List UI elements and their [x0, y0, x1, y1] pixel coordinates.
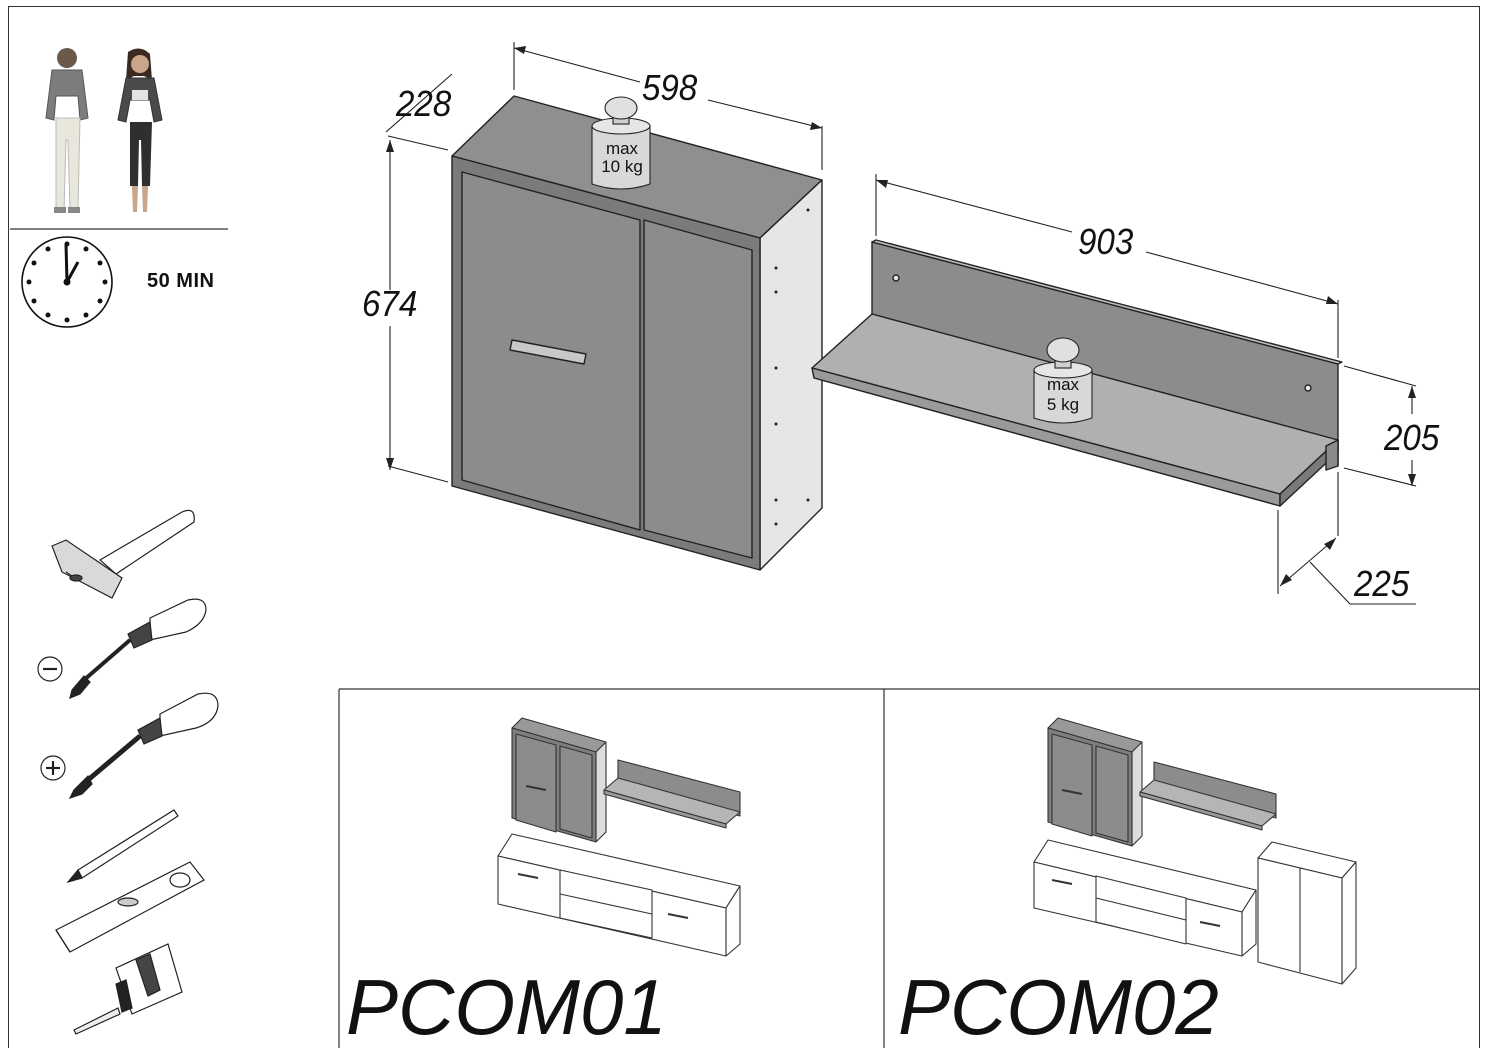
pcom01-combination-drawing [497, 717, 741, 957]
phillips-screwdriver-icon [40, 692, 219, 800]
pcom02-combination-drawing [1033, 717, 1357, 985]
man-icon [45, 48, 89, 213]
weight-icon-shelf [1033, 337, 1093, 424]
hammer-icon [51, 509, 195, 599]
tape-measure-icon [73, 943, 183, 1035]
cabinet-height-dimension: 674 [362, 283, 418, 324]
cabinet-handle [509, 339, 587, 365]
wall-shelf-drawing [811, 239, 1343, 507]
pencil-icon [66, 809, 179, 884]
weight-icon-cabinet [591, 96, 651, 190]
clock-icon [21, 236, 113, 328]
shelf-depth-dimension: 225 [1354, 563, 1410, 604]
cabinet-depth-dimension: 228 [396, 83, 452, 124]
spirit-level-icon [55, 861, 205, 953]
cabinet-width-dimension: 598 [642, 67, 698, 108]
model-label-pcom01: PCOM01 [346, 963, 667, 1051]
cabinet-dimension-arrows [386, 46, 822, 470]
flat-screwdriver-icon [37, 598, 207, 699]
shelf-width-dimension: 903 [1078, 221, 1134, 262]
cabinet-load-max-text: max [605, 139, 639, 158]
model-label-pcom02: PCOM02 [898, 963, 1219, 1051]
cabinet-dimension-lines [385, 42, 823, 483]
page-frame [8, 6, 1480, 1048]
shelf-load-max-text: max [1046, 375, 1080, 394]
shelf-load-value-text: 5 kg [1046, 395, 1080, 414]
shelf-dimension-arrows [876, 180, 1416, 586]
shelf-height-dimension: 205 [1384, 417, 1440, 458]
assembly-time-label: 50 MIN [147, 270, 215, 292]
cabinet-load-value-text: 10 kg [601, 157, 643, 176]
cabinet-right-door [643, 219, 753, 559]
woman-icon [117, 48, 163, 212]
